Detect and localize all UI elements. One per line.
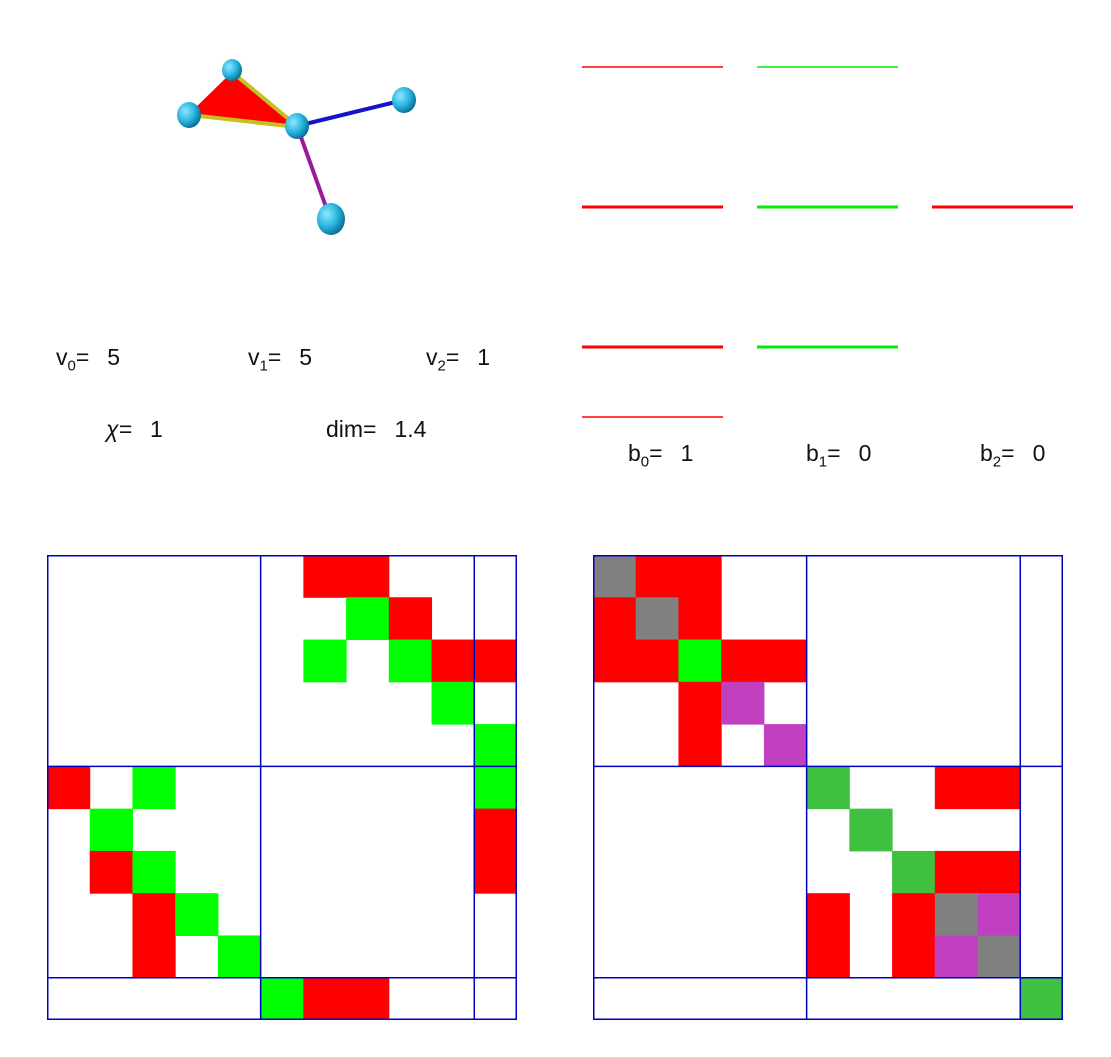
matrix-cell	[431, 639, 475, 683]
matrix-cell	[892, 850, 936, 894]
matrix-cell	[977, 893, 1021, 936]
matrix-cell	[217, 935, 262, 979]
matrix-cell	[593, 597, 637, 641]
laplacian-matrix	[593, 555, 1063, 1020]
dimension-stat: dim=1.4	[326, 416, 427, 442]
matrix-cell	[47, 766, 91, 810]
matrix-cell	[346, 597, 390, 641]
vertex-node	[317, 203, 345, 235]
matrix-cell	[934, 893, 979, 936]
matrix-cell	[849, 808, 893, 852]
matrix-cell	[678, 639, 722, 683]
vertex-node	[177, 102, 201, 128]
v2-stat: v2=1	[426, 344, 491, 375]
b1-stat: b1=0	[806, 440, 872, 471]
matrix-cell	[721, 681, 765, 725]
matrix-cell	[388, 597, 433, 641]
matrix-cell	[678, 681, 722, 725]
matrix-cell	[132, 935, 176, 979]
matrix-cell	[934, 935, 979, 979]
v1-stat: v1=5	[248, 344, 313, 375]
matrix-cell	[1020, 977, 1063, 1020]
vertex-node	[222, 59, 242, 81]
matrix-cell	[474, 724, 517, 767]
matrix-cell	[303, 555, 347, 598]
matrix-cell	[977, 935, 1021, 979]
matrix-cell	[977, 766, 1021, 810]
matrix-cell	[678, 597, 722, 641]
matrix-cell	[132, 893, 176, 936]
matrix-cell	[635, 597, 679, 641]
spectrum-levels	[582, 66, 1073, 418]
matrix-cell	[892, 935, 936, 979]
matrix-cell	[934, 850, 979, 894]
matrix-cell	[763, 639, 808, 683]
v0-stat: v0=5	[56, 344, 121, 375]
matrix-cell	[721, 639, 765, 683]
matrix-cell	[806, 766, 850, 810]
b0-stat: b0=1	[628, 440, 694, 471]
matrix-cell	[806, 893, 850, 936]
matrix-cell	[635, 555, 679, 598]
edge-purple	[295, 125, 332, 219]
matrix-cell	[474, 808, 517, 852]
matrix-cell	[260, 977, 304, 1020]
matrix-border	[47, 555, 517, 1020]
vertex-node	[392, 87, 416, 113]
edge-blue	[296, 98, 405, 128]
matrix-cell	[474, 766, 517, 810]
matrix-cell	[892, 893, 936, 936]
matrix-cell	[132, 850, 176, 894]
matrix-cell	[635, 639, 679, 683]
matrix-cell	[89, 850, 133, 894]
b2-stat: b2=0	[980, 440, 1046, 471]
dirac-matrix	[47, 555, 517, 1020]
matrix-cell	[593, 555, 637, 598]
matrix-cell	[388, 639, 433, 683]
matrix-cell	[593, 639, 637, 683]
matrix-cell	[806, 935, 850, 979]
vertex-node	[285, 113, 309, 139]
matrix-cell	[678, 724, 722, 767]
matrix-cell	[763, 724, 808, 767]
edge-yellow	[189, 113, 298, 129]
edge-yellow	[230, 70, 299, 128]
matrix-cell	[89, 808, 133, 852]
triangle-face	[190, 72, 297, 126]
matrix-cell	[132, 766, 176, 810]
matrix-cell	[934, 766, 979, 810]
matrix-cell	[303, 977, 347, 1020]
euler-characteristic-stat: χ=1	[106, 416, 163, 442]
simplicial-complex-graph	[177, 59, 416, 235]
matrix-cell	[346, 977, 390, 1020]
matrix-cell	[678, 555, 722, 598]
matrix-cell	[303, 639, 347, 683]
matrix-cell	[431, 681, 475, 725]
matrix-cell	[346, 555, 390, 598]
matrix-cell	[474, 639, 517, 683]
matrix-border	[593, 555, 1063, 1020]
matrix-cell	[977, 850, 1021, 894]
matrix-cell	[474, 850, 517, 894]
matrix-cell	[175, 893, 219, 936]
